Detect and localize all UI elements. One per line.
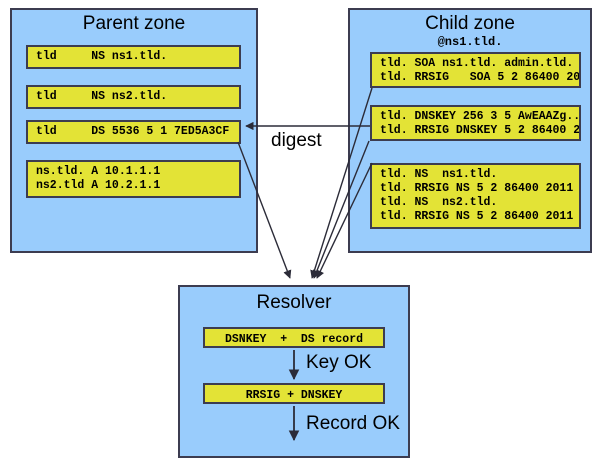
child-zone-subtitle: @ns1.tld. [437, 35, 503, 49]
resolver-record-check: RRSIG + DNSKEY [203, 383, 385, 404]
parent-glue-record: ns.tld. A 10.1.1.1 ns2.tld A 10.2.1.1 [26, 160, 241, 198]
parent-ns2-record: tld NS ns2.tld. [26, 85, 241, 109]
parent-zone-title: Parent zone [82, 13, 186, 34]
resolver-key-check: DSNKEY + DS record [203, 327, 385, 348]
record-ok-label: Record OK [306, 413, 400, 434]
child-ns-record: tld. NS ns1.tld. tld. RRSIG NS 5 2 86400… [370, 163, 581, 229]
parent-ds-record: tld DS 5536 5 1 7ED5A3CF [26, 120, 241, 144]
child-dnskey-record: tld. DNSKEY 256 3 5 AwEAAZg.. tld. RRSIG… [370, 105, 581, 141]
resolver-title: Resolver [256, 292, 332, 313]
child-zone-title: Child zone [425, 13, 515, 34]
key-ok-label: Key OK [306, 352, 372, 373]
child-soa-record: tld. SOA ns1.tld. admin.tld. tld. RRSIG … [370, 52, 581, 88]
parent-ns1-record: tld NS ns1.tld. [26, 45, 241, 69]
digest-label: digest [271, 130, 322, 151]
